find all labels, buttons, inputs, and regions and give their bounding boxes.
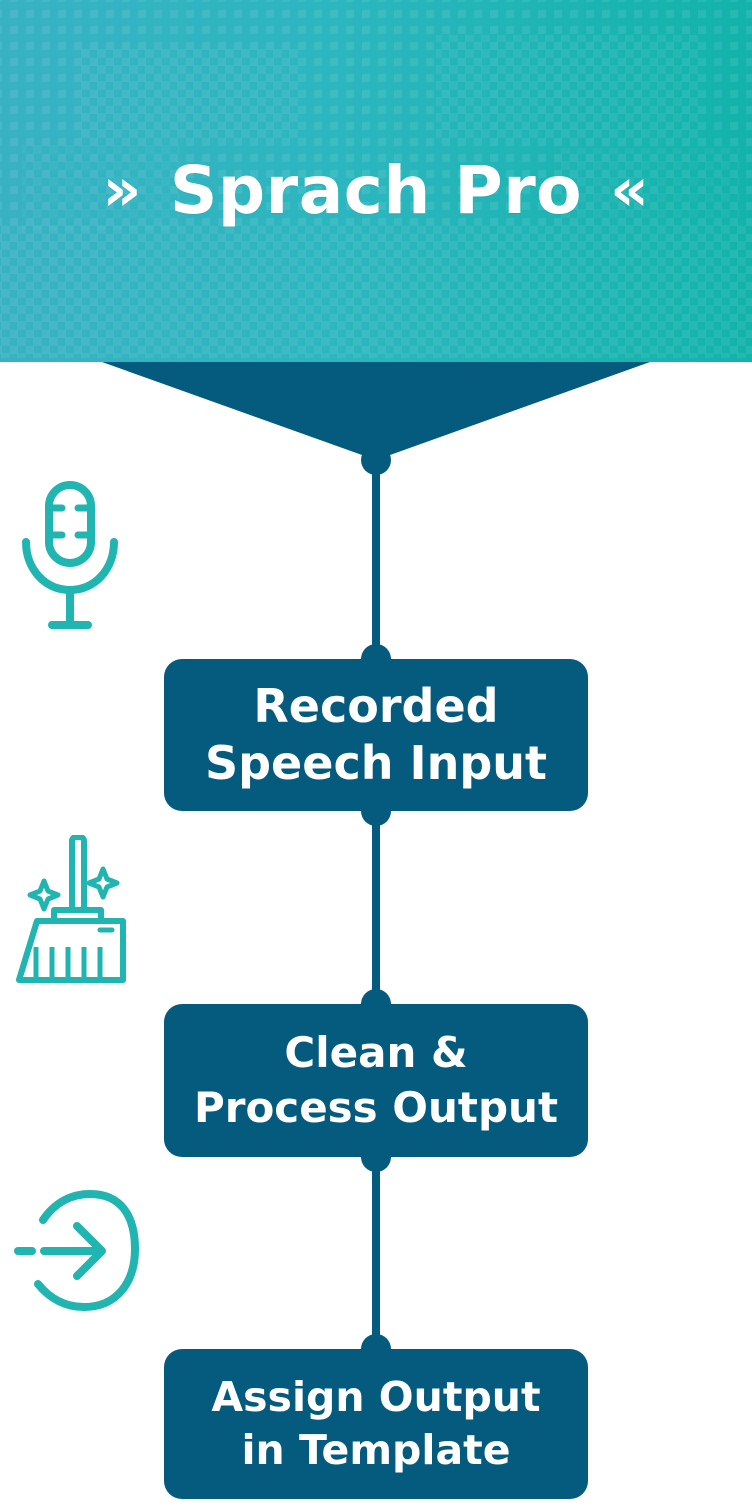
step-recorded-speech-input: Recorded Speech Input <box>164 659 588 811</box>
funnel-connector-dot <box>361 445 391 475</box>
broom-icon <box>16 835 126 983</box>
enter-arrow-icon <box>14 1189 140 1312</box>
header-funnel-shape <box>102 362 650 460</box>
right-guillemet: « <box>610 155 650 225</box>
left-guillemet: » <box>102 155 142 225</box>
header-banner: » Sprach Pro « <box>0 0 752 362</box>
page-title: Sprach Pro <box>169 151 583 229</box>
header-title-group: » Sprach Pro « <box>0 145 752 235</box>
microphone-icon <box>22 481 118 629</box>
step-clean-process-output: Clean & Process Output <box>164 1004 588 1157</box>
step-assign-output-template: Assign Output in Template <box>164 1349 588 1499</box>
pixel-pattern-background <box>0 0 752 362</box>
